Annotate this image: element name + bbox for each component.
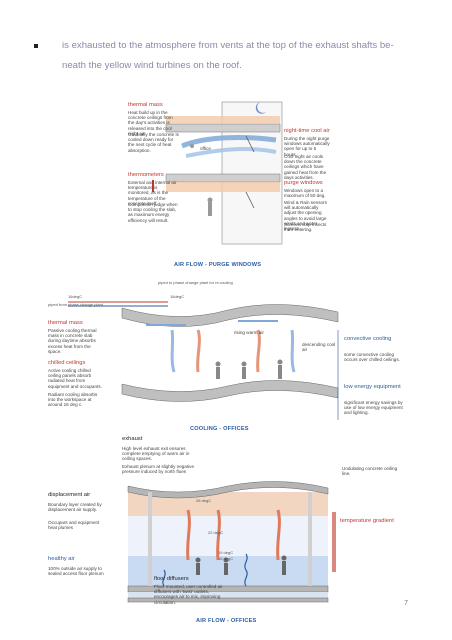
thermometers-text: External and internal air temperature is… bbox=[128, 180, 177, 206]
night-air-text-2: Cool night air cools down the concrete c… bbox=[284, 154, 327, 180]
temp-gradient-heading: temperature gradient bbox=[340, 518, 394, 524]
temp-26: 26 degC bbox=[196, 498, 212, 503]
temp-18: 18degC bbox=[170, 294, 185, 299]
thermal-mass-text-2: Gradually the concrete is cooled down re… bbox=[128, 132, 179, 153]
convective-cooling-text: some convective cooling occurs over chil… bbox=[344, 352, 400, 363]
bullet-point bbox=[34, 44, 38, 48]
low-energy-heading: low energy equipment bbox=[344, 384, 401, 390]
exhaust-heading: exhaust bbox=[122, 436, 143, 442]
thermal-mass-heading-2: thermal mass bbox=[48, 320, 83, 326]
thermal-mass-text-3: Passive cooling thermal mass in concrete… bbox=[48, 328, 97, 354]
thermometers-text-2: Comparison judge when to stop cooling th… bbox=[128, 202, 178, 223]
floor-diffusers-heading: floor diffusers bbox=[154, 576, 189, 582]
page-number: 7 bbox=[404, 600, 408, 607]
temp-19: 19 degC bbox=[218, 550, 234, 555]
chilled-ceilings-text: Active cooling chilled ceiling panels ab… bbox=[48, 368, 102, 389]
pipe-label-from: piped from phase change plant bbox=[48, 302, 103, 307]
caption-cooling-offices: COOLING - OFFICES bbox=[190, 426, 249, 432]
figure-purge-windows: thermal mass Heat build up in the concre… bbox=[126, 96, 330, 246]
exhaust-text-2: Exhaust plenum at slightly negative pres… bbox=[122, 464, 195, 475]
cooling-offices-diagram bbox=[68, 301, 339, 420]
descending-cool-air-label: descending cool air bbox=[302, 342, 336, 353]
purge-windows-diagram bbox=[152, 101, 283, 245]
thermometer-icon bbox=[152, 180, 154, 192]
purge-windows-text: Windows open to a maximum of 50 deg. bbox=[284, 188, 326, 199]
healthy-air-text: 100% outside air supply to sealed access… bbox=[48, 566, 104, 577]
thermometers-heading: thermometers bbox=[128, 172, 164, 178]
caption-air-flow-offices: AIR FLOW - OFFICES bbox=[196, 618, 257, 624]
rising-warm-air-label: rising warm air bbox=[234, 330, 264, 335]
purge-windows-heading: purge windows bbox=[284, 180, 323, 186]
displacement-air-heading: displacement air bbox=[48, 492, 91, 498]
air-flow-offices-diagram bbox=[127, 481, 336, 603]
figure-air-flow-offices: exhaust High level exhaust exit ensures … bbox=[48, 436, 408, 614]
night-air-heading: night-time cool air bbox=[284, 128, 330, 134]
temp-16: 16degC bbox=[68, 294, 83, 299]
displacement-air-text: Boundary layer created by displacement a… bbox=[48, 502, 102, 513]
caption-purge-windows: AIR FLOW - PURGE WINDOWS bbox=[174, 262, 262, 268]
purge-windows-text-3: Screens stop insects from entering. bbox=[284, 222, 327, 233]
pipe-label-recool: piped to phase change plant for re-cooli… bbox=[158, 280, 233, 285]
convective-cooling-heading: convective cooling bbox=[344, 336, 392, 342]
moon-icon bbox=[255, 102, 266, 114]
temp-22: 22 degC bbox=[208, 530, 224, 535]
undulating-ceiling-label: Undulating concrete ceiling line. bbox=[342, 466, 398, 477]
low-energy-text: significant energy savings by use of low… bbox=[344, 400, 403, 416]
temp-18b: 18 degC bbox=[218, 556, 234, 561]
healthy-air-heading: healthy air bbox=[48, 556, 75, 562]
purge-windows-text-2: Wind & Rain sensors will automatically a… bbox=[284, 200, 327, 232]
night-air-text: During the night purge windows automatic… bbox=[284, 136, 330, 157]
intro-paragraph: is exhausted to the atmosphere from vent… bbox=[62, 40, 394, 71]
figure-cooling-offices: piped to phase change plant for re-cooli… bbox=[48, 280, 408, 426]
thermal-mass-text: Heat build up in the concrete ceilings f… bbox=[128, 110, 173, 136]
office-label: office bbox=[200, 146, 211, 151]
exhaust-text: High level exhaust exit ensures complete… bbox=[122, 446, 190, 462]
thermal-mass-heading: thermal mass bbox=[128, 102, 163, 108]
floor-diffusers-text: Floor mounted, user controlled air diffu… bbox=[154, 584, 223, 605]
chilled-ceilings-heading: chilled ceilings bbox=[48, 360, 86, 366]
chilled-ceilings-text-2: Radiant cooling absorbs into the workspa… bbox=[48, 392, 98, 408]
displacement-air-text-2: Occupant and equipment heat plumes bbox=[48, 520, 100, 531]
